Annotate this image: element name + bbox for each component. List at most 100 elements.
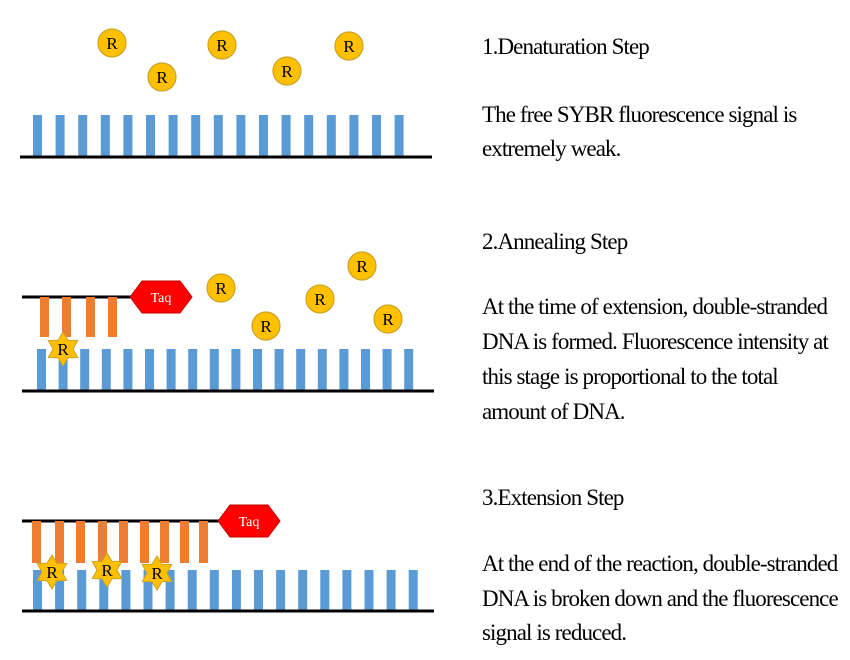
template-base: [168, 115, 178, 157]
new-strand-base: [199, 521, 208, 563]
dye-circle: [373, 304, 403, 334]
dye-label: R: [260, 317, 272, 336]
template-base: [231, 570, 241, 611]
step2-desc-line2: DNA is formed. Fluorescence intensity at: [482, 329, 829, 354]
sybr-dye-bound: R: [141, 555, 173, 591]
template-base: [236, 115, 246, 157]
template-base: [231, 349, 241, 391]
dye-circle: [206, 273, 236, 303]
dye-circle: [207, 30, 237, 60]
template-base: [33, 570, 42, 611]
template-base: [253, 349, 262, 391]
dye-star: [91, 552, 123, 588]
dye-circle: [272, 56, 302, 86]
template-base: [188, 349, 198, 391]
taq-polymerase: Taq: [129, 280, 193, 314]
template-base: [361, 349, 370, 391]
template-base: [99, 570, 109, 611]
template-base: [58, 349, 68, 391]
template-base: [320, 570, 330, 611]
dye-label: R: [106, 34, 118, 53]
taq-shape: [129, 280, 193, 314]
dye-star: [47, 331, 79, 367]
sybr-dye-bound: R: [36, 554, 68, 590]
step3-desc-line2: DNA is broken down and the fluorescence: [482, 586, 839, 611]
template-base: [304, 115, 314, 157]
template-base: [78, 115, 88, 157]
sybr-dye-free: R: [272, 56, 302, 86]
dye-label: R: [281, 62, 293, 81]
step3-desc-line3: signal is reduced.: [482, 620, 627, 645]
new-strand-base: [180, 521, 189, 563]
dye-star: [141, 555, 173, 591]
dye-circle: [147, 62, 177, 92]
template-base: [274, 349, 284, 391]
template-base: [394, 115, 404, 157]
template-base: [77, 570, 87, 611]
new-strand-base: [76, 521, 85, 563]
new-strand-base: [55, 521, 64, 563]
step2-title: 2.Annealing Step: [482, 229, 628, 254]
new-strand-base: [140, 521, 149, 563]
step1-desc-line1: The free SYBR fluorescence signal is: [482, 102, 797, 127]
dye-label: R: [382, 310, 394, 329]
template-base: [37, 349, 46, 391]
dye-circle: [305, 284, 335, 314]
template-base: [408, 570, 418, 611]
template-base: [372, 115, 381, 157]
dye-circle: [97, 28, 127, 58]
template-base: [143, 570, 153, 611]
template-base: [55, 570, 65, 611]
template-base: [276, 570, 286, 611]
taq-label: Taq: [239, 515, 260, 530]
sybr-dye-free: R: [206, 273, 236, 303]
dye-label: R: [215, 279, 227, 298]
template-base: [166, 349, 176, 391]
template-base: [364, 570, 374, 611]
taq-shape: [217, 504, 281, 538]
dye-circle: [334, 31, 364, 61]
taq-polymerase: Taq: [217, 504, 281, 538]
dye-circle: [347, 251, 377, 281]
dye-circle: [251, 311, 281, 341]
template-base: [55, 115, 65, 157]
sybr-dye-free: R: [251, 311, 281, 341]
dye-label: R: [216, 36, 228, 55]
template-base: [254, 570, 263, 611]
dye-label: R: [314, 290, 326, 309]
template-base: [80, 349, 90, 391]
dye-label: R: [151, 564, 163, 583]
template-base: [298, 570, 308, 611]
template-base: [296, 349, 306, 391]
step2-desc-line1: At the time of extension, double-strande…: [482, 294, 828, 319]
template-base: [404, 349, 414, 391]
primer-base: [108, 297, 117, 337]
template-base: [213, 115, 223, 157]
sybr-dye-free: R: [207, 30, 237, 60]
template-base: [123, 349, 133, 391]
template-base: [145, 349, 154, 391]
primer-base: [86, 297, 95, 337]
step1-title: 1.Denaturation Step: [482, 34, 650, 59]
template-base: [187, 570, 197, 611]
step2-desc-line3: this stage is proportional to the total: [482, 364, 779, 389]
template-base: [386, 570, 396, 611]
step1-desc-line2: extremely weak.: [482, 136, 621, 161]
dye-label: R: [343, 37, 355, 56]
template-base: [209, 570, 219, 611]
new-strand-base: [32, 521, 41, 563]
taq-label: Taq: [151, 291, 172, 306]
new-strand-base: [98, 521, 107, 563]
sybr-dye-bound: R: [47, 331, 79, 367]
template-base: [317, 349, 327, 391]
template-base: [121, 570, 131, 611]
template-base: [281, 115, 291, 157]
template-base: [100, 115, 110, 157]
sybr-dye-free: R: [97, 28, 127, 58]
template-base: [339, 349, 349, 391]
sybr-dye-bound: R: [91, 552, 123, 588]
sybr-dye-free: R: [347, 251, 377, 281]
